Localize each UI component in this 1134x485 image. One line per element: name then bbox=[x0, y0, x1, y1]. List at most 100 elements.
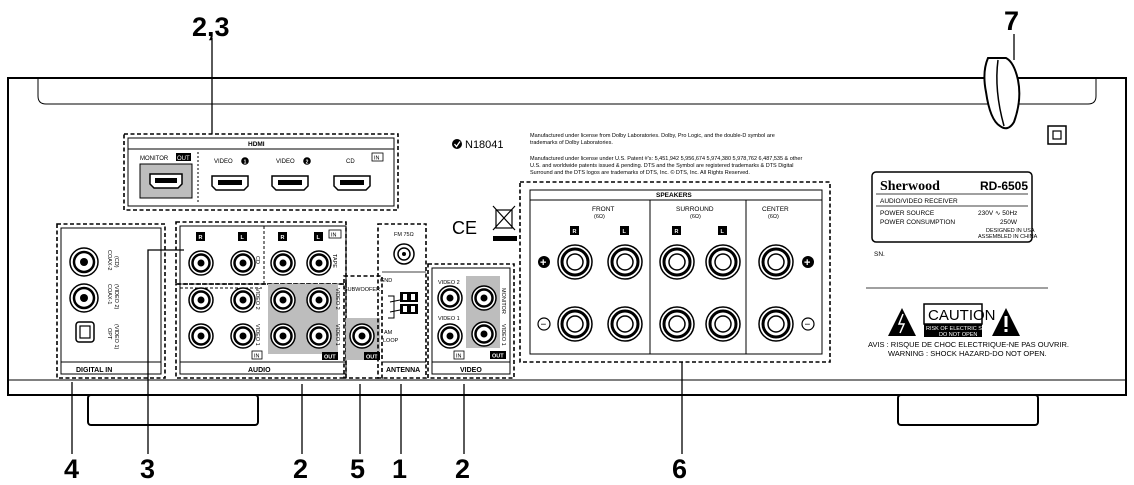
front-r: R bbox=[573, 229, 577, 235]
hdmi-out-label: OUT bbox=[177, 156, 190, 162]
hdmi-cd-port[interactable] bbox=[333, 175, 371, 191]
warning-text: WARNING : SHOCK HAZARD-DO NOT OPEN. bbox=[888, 349, 1047, 358]
callout-speakers: 6 bbox=[672, 454, 687, 484]
audio-video2-out-label: VIDEO 2 bbox=[334, 288, 340, 310]
video-monitor-out2-jack[interactable] bbox=[471, 321, 497, 347]
audio-tape-r: R bbox=[281, 235, 285, 241]
callout-audio: 2 bbox=[293, 454, 308, 484]
video-out-label: OUT bbox=[492, 354, 504, 360]
designed-in: DESIGNED IN USA bbox=[986, 228, 1035, 234]
fm-antenna-jack[interactable] bbox=[393, 243, 415, 265]
video1-audio-l-jack[interactable] bbox=[230, 323, 256, 349]
callout-video: 2 bbox=[455, 454, 470, 484]
video1-audio-out-r-jack[interactable] bbox=[270, 323, 296, 349]
audio-section: AUDIO R L R L IN CD TAPE VIDEO 2 VIDEO 2 bbox=[175, 221, 347, 379]
caution-title: CAUTION bbox=[928, 307, 996, 324]
coax1-sub: (VIDEO 2) bbox=[113, 284, 119, 310]
center-imp: (6Ω) bbox=[768, 214, 779, 220]
right-minus: − bbox=[805, 320, 811, 331]
audio-tape-label: TAPE bbox=[331, 254, 337, 268]
hdmi-video1-label: VIDEO bbox=[214, 159, 233, 165]
audio-cd-r: R bbox=[199, 235, 203, 241]
callout-digital-in: 4 bbox=[64, 454, 79, 484]
coax2-jack[interactable] bbox=[69, 247, 99, 277]
video-monitor-label: MONITOR bbox=[500, 288, 506, 314]
hdmi-monitor-label: MONITOR bbox=[140, 156, 169, 162]
cert-code: N18041 bbox=[465, 139, 504, 151]
avis-text: AVIS : RISQUE DE CHOC ELECTRIQUE-NE PAS … bbox=[868, 340, 1069, 349]
loop-label: LOOP bbox=[383, 338, 399, 344]
audio-top-in: IN bbox=[331, 233, 337, 239]
subwoofer-out: OUT bbox=[366, 355, 378, 361]
antenna-title: ANTENNA bbox=[386, 367, 420, 374]
video-section: VIDEO VIDEO 2 VIDEO 1 MONITOR VIDEO 1 IN… bbox=[427, 263, 515, 379]
brand-name: Sherwood bbox=[880, 179, 940, 194]
cd-r-jack[interactable] bbox=[188, 250, 214, 276]
audio-video1-out-label: VIDEO 1 bbox=[334, 324, 340, 346]
surround-l-minus-post[interactable] bbox=[705, 306, 741, 342]
coax2-label: COAX-2 bbox=[106, 250, 112, 270]
video-monitor-label-2: VIDEO 1 bbox=[500, 324, 506, 346]
antenna-section: ANTENNA FM 75Ω GND AM LOOP bbox=[377, 223, 427, 379]
video2-audio-r-jack[interactable] bbox=[188, 287, 214, 313]
gnd-label: GND bbox=[380, 278, 392, 284]
fm-label: FM 75Ω bbox=[394, 232, 414, 238]
front-l-minus-post[interactable] bbox=[607, 306, 643, 342]
opt-label: OPT bbox=[106, 328, 112, 340]
video-monitor-out-jack[interactable] bbox=[471, 285, 497, 311]
power-consumption-label: POWER CONSUMPTION bbox=[880, 219, 955, 226]
front-l-plus-post[interactable] bbox=[607, 244, 643, 280]
video2-in-jack[interactable] bbox=[437, 285, 463, 311]
callout-audio-in: 3 bbox=[140, 454, 155, 484]
subwoofer-out-jack[interactable] bbox=[349, 323, 375, 349]
audio-bottom-out: OUT bbox=[324, 355, 336, 361]
audio-title: AUDIO bbox=[248, 367, 271, 374]
hdmi-monitor-out-port[interactable] bbox=[149, 173, 183, 189]
device-type: AUDIO/VIDEO RECEIVER bbox=[880, 198, 958, 205]
ce-mark: CE bbox=[452, 218, 477, 238]
surround-r-minus-post[interactable] bbox=[659, 306, 695, 342]
cd-l-jack[interactable] bbox=[230, 250, 256, 276]
hdmi-video2-port[interactable] bbox=[271, 175, 309, 191]
hdmi-video1-port[interactable] bbox=[211, 175, 249, 191]
audio-video2-label: VIDEO 2 bbox=[254, 288, 260, 310]
hdmi-title: HDMI bbox=[248, 141, 265, 148]
front-imp: (6Ω) bbox=[594, 214, 605, 220]
center-plus-post[interactable] bbox=[758, 244, 794, 280]
video1-audio-out-l-jack[interactable] bbox=[306, 323, 332, 349]
center-minus-post[interactable] bbox=[758, 306, 794, 342]
certification-block: N18041 Manufactured under license from D… bbox=[452, 133, 802, 241]
video2-audio-l-jack[interactable] bbox=[230, 287, 256, 313]
audio-cd-l: L bbox=[241, 235, 245, 241]
surround-l-plus-post[interactable] bbox=[705, 244, 741, 280]
callouts: 2,3 7 4 3 2 5 1 2 6 bbox=[64, 6, 1019, 484]
center-label: CENTER bbox=[762, 206, 789, 213]
am-terminal-clips[interactable] bbox=[388, 292, 418, 319]
right-plus: + bbox=[804, 257, 810, 269]
front-r-plus-post[interactable] bbox=[557, 244, 593, 280]
power-cord-icon bbox=[983, 57, 1021, 130]
speakers-section: SPEAKERS FRONT (6Ω) SURROUND (6Ω) CENTER… bbox=[519, 181, 831, 363]
coax2-sub: (CD) bbox=[113, 256, 119, 268]
hdmi-section: HDMI MONITOR OUT VIDEO 1 VIDEO 2 CD IN bbox=[123, 133, 399, 211]
callout-subwoofer: 5 bbox=[350, 454, 365, 484]
video2-audio-out-l-jack[interactable] bbox=[306, 287, 332, 313]
caution-risk-1: RISK OF ELECTRIC SHOCK bbox=[926, 326, 998, 332]
dolby-notice-l1: Manufactured under license from Dolby La… bbox=[530, 133, 775, 139]
video1-in-jack[interactable] bbox=[437, 323, 463, 349]
lightning-warning-icon bbox=[888, 308, 916, 336]
optical-jack[interactable] bbox=[75, 321, 95, 343]
surround-r-plus-post[interactable] bbox=[659, 244, 695, 280]
subwoofer-label: SUBWOOFER bbox=[344, 287, 380, 293]
front-label: FRONT bbox=[592, 206, 614, 213]
dts-notice-l3: Surround and the DTS logos are trademark… bbox=[530, 169, 750, 176]
audio-cd-label: CD bbox=[254, 256, 260, 264]
video1-audio-r-jack[interactable] bbox=[188, 323, 214, 349]
tape-r-jack[interactable] bbox=[270, 250, 296, 276]
exclamation-warning-icon bbox=[992, 308, 1020, 336]
video2-audio-out-r-jack[interactable] bbox=[270, 287, 296, 313]
video-video2-label: VIDEO 2 bbox=[438, 280, 460, 286]
front-r-minus-post[interactable] bbox=[557, 306, 593, 342]
tape-l-jack[interactable] bbox=[306, 250, 332, 276]
coax1-jack[interactable] bbox=[69, 283, 99, 313]
